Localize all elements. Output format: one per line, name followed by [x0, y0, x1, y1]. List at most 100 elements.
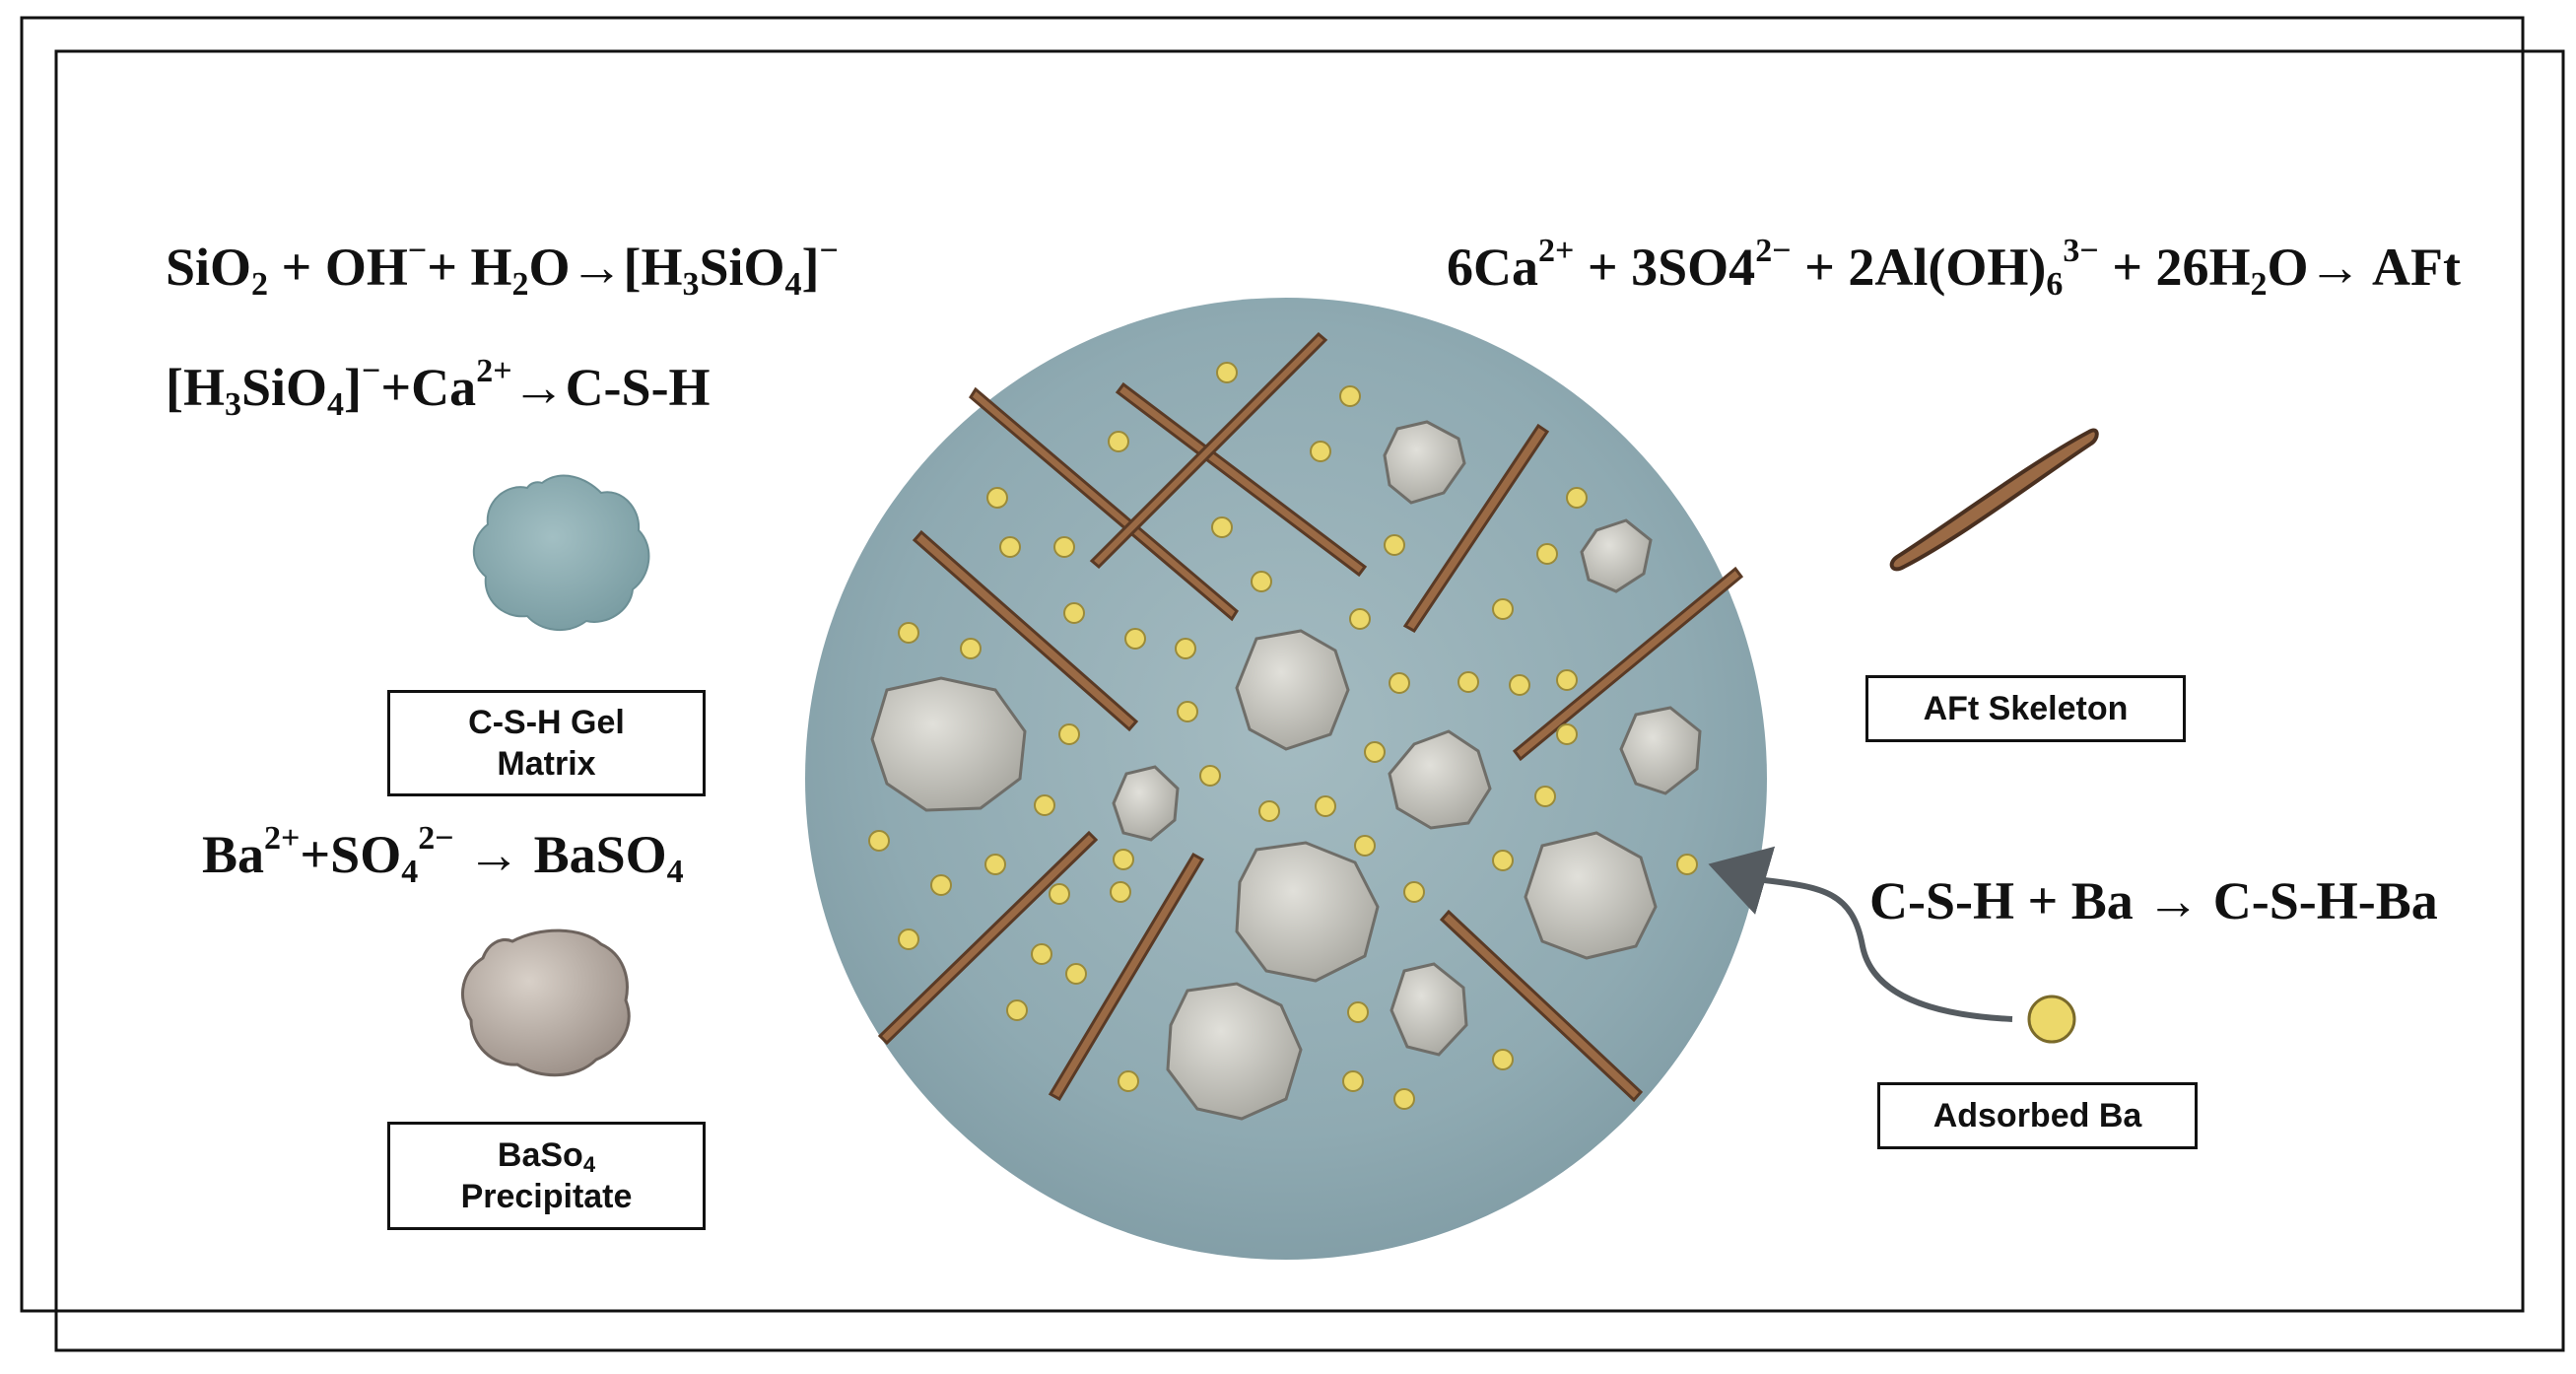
- ba-dot: [1509, 674, 1530, 696]
- ba-dot: [1049, 883, 1070, 905]
- eq-part: + 26H: [2098, 238, 2251, 297]
- eq-sub: 4: [401, 854, 419, 890]
- aggregate-particle: [1235, 841, 1380, 983]
- aggregate-particle: [1388, 729, 1492, 830]
- eq-part: SiO: [699, 238, 785, 297]
- csh-formation-equation: [H3SiO4]−+Ca2+→C-S-H: [166, 355, 711, 422]
- aft-needle: [877, 830, 1099, 1046]
- adsorbed-ba-label: Adsorbed Ba: [1877, 1082, 2198, 1149]
- eq-sup: −: [407, 233, 428, 269]
- aggregate-particle: [1166, 982, 1303, 1121]
- eq-sup: 2+: [264, 820, 301, 857]
- aft-needles: [877, 331, 1744, 1103]
- ba-dot: [1393, 1088, 1415, 1110]
- ba-adsorption-equation: C-S-H + Ba → C-S-H-Ba: [1869, 871, 2438, 930]
- ba-dot: [1006, 999, 1028, 1021]
- ba-dot: [960, 638, 982, 659]
- ba-dot: [1676, 854, 1698, 875]
- aggregate-particles: [870, 420, 1702, 1121]
- eq-part: +SO: [300, 825, 402, 884]
- ba-dot: [1251, 571, 1272, 592]
- ba-dot: [1492, 598, 1514, 620]
- csh-gel-label-line2: Matrix: [497, 745, 596, 783]
- ba-dot: [1124, 628, 1146, 650]
- ba-dot: [1175, 638, 1196, 659]
- ba-dot: [898, 622, 919, 644]
- baso4-label-line1: BaSo4: [498, 1134, 595, 1177]
- eq-part: + 2Al(OH): [1791, 238, 2047, 297]
- aggregate-particle: [1390, 962, 1468, 1057]
- eq-part: →C-S-H: [511, 358, 711, 417]
- csh-gel-label: C-S-H Gel Matrix: [387, 690, 706, 796]
- ba-dot: [1053, 536, 1075, 558]
- ba-dot: [1534, 786, 1556, 807]
- silica-dissolution-equation: SiO2 + OH−+ H2O→[H3SiO4]−: [166, 235, 839, 302]
- ba-dot: [1177, 701, 1198, 722]
- aft-skeleton-icon: [1889, 428, 2099, 572]
- aft-needle: [1402, 423, 1550, 633]
- aft-needle: [1089, 331, 1328, 570]
- eq-part: 6Ca: [1447, 238, 1538, 297]
- eq-sub: 4: [327, 386, 345, 423]
- ba-dot: [898, 928, 919, 950]
- outer-frame: [20, 16, 2525, 1313]
- eq-part: SiO: [166, 238, 252, 297]
- ba-dot: [1403, 881, 1425, 903]
- eq-sub: 2: [511, 266, 529, 303]
- adsorbed-ba-dots: [868, 362, 1698, 1110]
- eq-sup: −: [362, 353, 381, 389]
- ba-dot: [1339, 385, 1361, 407]
- ba-dot: [1031, 943, 1052, 965]
- ba-dot: [1457, 671, 1479, 693]
- ba-dot: [1536, 543, 1558, 565]
- aft-needle: [1439, 909, 1644, 1103]
- eq-sup: −: [819, 233, 839, 269]
- ba-dot: [984, 854, 1006, 875]
- eq-part: ]: [344, 358, 363, 417]
- aft-needle: [969, 386, 1239, 622]
- baso4-label-text: BaSo: [497, 1135, 583, 1174]
- eq-part: SiO: [241, 358, 328, 417]
- aft-skeleton-label: AFt Skeleton: [1865, 675, 2186, 742]
- aft-needle: [1115, 381, 1368, 578]
- eq-part: [H: [166, 358, 225, 417]
- ba-dot: [1364, 741, 1386, 763]
- aggregate-particle: [1524, 831, 1658, 960]
- ba-dot: [1349, 608, 1371, 630]
- ba-dot: [1310, 441, 1331, 462]
- aft-needle: [1512, 566, 1744, 762]
- ba-dot: [1063, 602, 1085, 624]
- ba-dot: [1110, 881, 1131, 903]
- baso4-precipitate-icon: [461, 928, 631, 1077]
- ba-dot: [1492, 850, 1514, 871]
- eq-part: O→ AFt: [2267, 238, 2461, 297]
- eq-part: Ba: [202, 825, 265, 884]
- ba-dot: [1258, 800, 1280, 822]
- eq-part: → BaSO: [453, 825, 667, 884]
- eq-sub: 2: [251, 266, 269, 303]
- ba-dot: [1384, 534, 1405, 556]
- eq-part: + OH: [268, 238, 408, 297]
- aggregate-particle: [1383, 420, 1466, 505]
- adsorbed-ba-label-text: Adsorbed Ba: [1932, 1096, 2142, 1134]
- eq-sub: 2: [2250, 266, 2268, 303]
- eq-sup: 2−: [418, 820, 454, 857]
- baso4-label-line2: Precipitate: [460, 1178, 633, 1215]
- eq-part: ]: [801, 238, 820, 297]
- ba-dot: [1566, 487, 1588, 509]
- aggregate-particle: [1112, 765, 1180, 842]
- ba-dot: [930, 874, 952, 896]
- eq-sup: 2+: [476, 353, 512, 389]
- ba-dot: [1108, 431, 1129, 452]
- aft-skeleton-label-text: AFt Skeleton: [1923, 689, 2129, 727]
- ba-dot: [1315, 795, 1336, 817]
- ba-dot: [1342, 1070, 1364, 1092]
- aggregate-particle: [870, 676, 1027, 812]
- ba-dot: [1065, 963, 1087, 985]
- eq-part: + H: [427, 238, 512, 297]
- aft-formation-equation: 6Ca2+ + 3SO42− + 2Al(OH)63− + 26H2O→ AFt: [1447, 235, 2461, 302]
- eq-sup: 2+: [1538, 233, 1575, 269]
- adsorbed-ba-icon: [2027, 995, 2076, 1044]
- aggregate-particle: [1580, 518, 1653, 593]
